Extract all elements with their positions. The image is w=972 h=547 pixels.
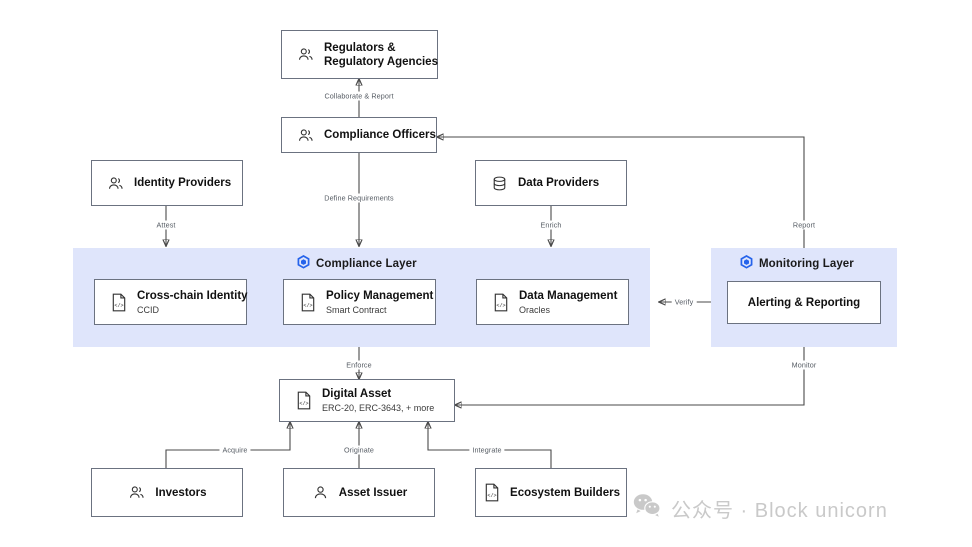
node-policy-management[interactable]: </> Policy Management Smart Contract: [283, 279, 436, 325]
node-title: Investors: [155, 486, 207, 499]
wechat-icon: [632, 492, 662, 524]
node-alerting-reporting[interactable]: Alerting & Reporting: [727, 281, 881, 324]
node-investors[interactable]: Investors: [91, 468, 243, 517]
edge-label-monitor: Monitor: [788, 360, 820, 370]
monitoring-layer-title: Monitoring Layer: [740, 255, 854, 272]
edge-label-originate: Originate: [340, 445, 378, 455]
node-regulators[interactable]: Regulators & Regulatory Agencies: [281, 30, 438, 79]
svg-text:</>: </>: [496, 302, 505, 308]
svg-text:</>: </>: [487, 493, 496, 499]
svg-text:</>: </>: [303, 302, 312, 308]
node-subtitle: Oracles: [519, 304, 551, 315]
hexagon-icon: [297, 255, 310, 272]
user-icon: [311, 483, 330, 502]
code-document-icon: </>: [482, 483, 501, 502]
users-icon: [106, 174, 125, 193]
node-title: Data Providers: [518, 177, 600, 189]
node-compliance-officers[interactable]: Compliance Officers: [281, 117, 437, 153]
edge-label-define-requirements: Define Requirements: [321, 193, 397, 203]
node-subtitle: ERC-20, ERC-3643, + more: [322, 403, 435, 413]
node-digital-asset[interactable]: </> Digital Asset ERC-20, ERC-3643, + mo…: [279, 379, 455, 422]
code-document-icon: </>: [491, 293, 510, 312]
node-title: Ecosystem Builders: [510, 486, 620, 499]
node-asset-issuer[interactable]: Asset Issuer: [283, 468, 435, 517]
node-title: Data Management: [519, 289, 618, 302]
hexagon-icon: [740, 255, 753, 272]
users-icon: [296, 126, 315, 145]
node-title: Compliance Officers: [324, 129, 436, 141]
users-icon: [296, 45, 315, 64]
node-title: Asset Issuer: [338, 486, 408, 499]
code-document-icon: </>: [298, 293, 317, 312]
svg-text:</>: </>: [114, 302, 123, 308]
database-icon: [490, 174, 509, 193]
edge-label-acquire: Acquire: [219, 445, 251, 455]
node-subtitle: Smart Contract: [326, 304, 387, 315]
compliance-layer-title: Compliance Layer: [297, 255, 417, 272]
node-title-line2: Regulatory Agencies: [324, 55, 438, 68]
node-data-management[interactable]: </> Data Management Oracles: [476, 279, 629, 325]
node-title: Digital Asset: [322, 388, 392, 400]
node-title: Identity Providers: [134, 177, 232, 189]
node-subtitle: CCID: [137, 304, 159, 315]
node-title: Alerting & Reporting: [747, 296, 861, 309]
users-icon: [127, 483, 146, 502]
code-document-icon: </>: [109, 293, 128, 312]
node-ecosystem-builders[interactable]: </> Ecosystem Builders: [475, 468, 627, 517]
code-document-icon: </>: [294, 391, 313, 410]
node-cross-chain-identity[interactable]: </> Cross-chain Identity CCID: [94, 279, 248, 325]
node-title: Regulators &: [324, 41, 396, 54]
edge-label-integrate: Integrate: [469, 445, 505, 455]
edge-label-verify: Verify: [671, 297, 697, 307]
svg-text:</>: </>: [299, 401, 308, 407]
monitoring-layer-label: Monitoring Layer: [759, 257, 854, 270]
watermark-text: 公众号 · Block unicorn: [671, 499, 888, 522]
node-title: Policy Management: [326, 289, 434, 302]
compliance-layer-label: Compliance Layer: [316, 257, 417, 270]
edge-label-enforce: Enforce: [343, 360, 375, 370]
node-data-providers[interactable]: Data Providers: [475, 160, 627, 206]
edge-label-collaborate-report: Collaborate & Report: [321, 91, 397, 101]
node-identity-providers[interactable]: Identity Providers: [91, 160, 243, 206]
watermark: 公众号 · Block unicorn: [632, 492, 888, 524]
node-title: Cross-chain Identity: [137, 289, 248, 302]
edge-label-attest: Attest: [153, 220, 179, 230]
edge-label-enrich: Enrich: [537, 220, 565, 230]
edge-label-report: Report: [789, 220, 819, 230]
